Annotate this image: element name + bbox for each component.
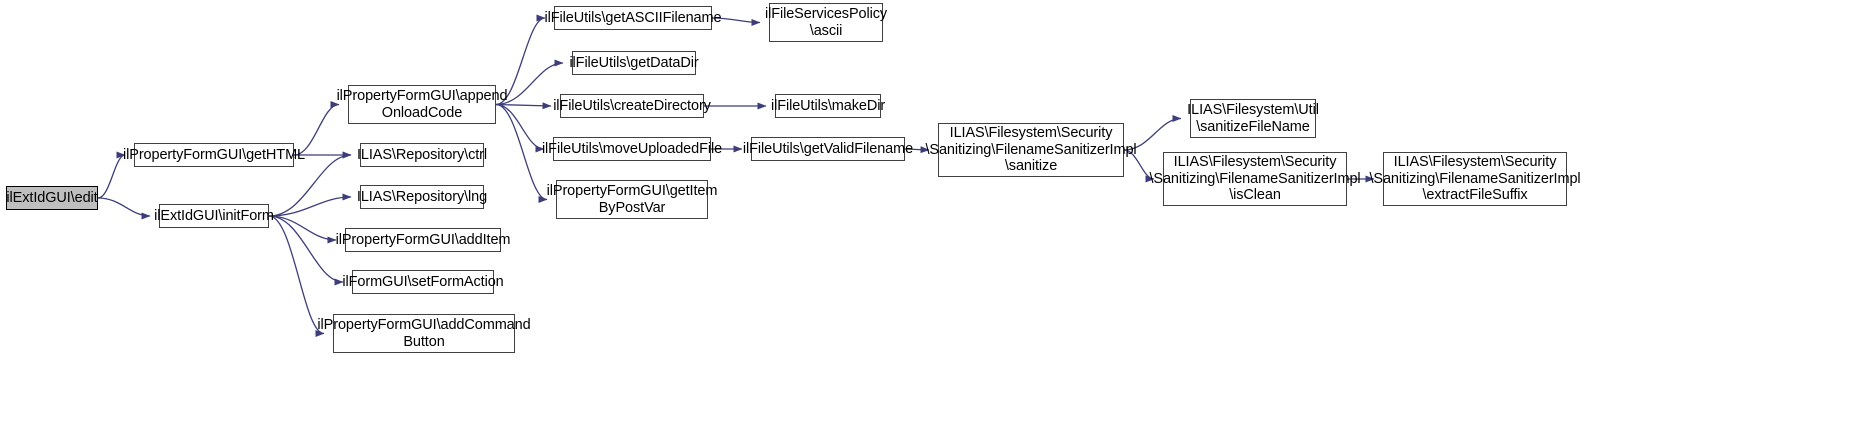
- graph-node[interactable]: ilPropertyFormGUI\getItem ByPostVar: [547, 180, 717, 219]
- graph-node[interactable]: ILIAS\Filesystem\Security \Sanitizing\Fi…: [925, 123, 1137, 177]
- graph-node[interactable]: ilFileUtils\moveUploadedFile: [542, 137, 722, 161]
- graph-edge: [97, 151, 126, 199]
- graph-node[interactable]: ilFileUtils\getASCIIFilename: [545, 6, 722, 30]
- graph-node[interactable]: ilFileUtils\createDirectory: [553, 94, 711, 118]
- graph-edge: [97, 197, 151, 220]
- graph-node[interactable]: ILIAS\Filesystem\Security \Sanitizing\Fi…: [1369, 152, 1581, 206]
- graph-node[interactable]: ILIAS\Filesystem\Util \sanitizeFileName: [1187, 99, 1319, 138]
- graph-node[interactable]: ilFileUtils\makeDir: [771, 94, 885, 118]
- graph-node[interactable]: ILIAS\Repository\ctrl: [357, 143, 487, 167]
- graph-node[interactable]: ilPropertyFormGUI\getHTML: [123, 143, 305, 167]
- graph-node[interactable]: ilPropertyFormGUI\append OnloadCode: [337, 85, 508, 124]
- graph-node[interactable]: ilExtIdGUI\initForm: [154, 204, 274, 228]
- graph-edge: [268, 215, 337, 244]
- graph-node[interactable]: ilPropertyFormGUI\addCommand Button: [317, 314, 531, 353]
- graph-node[interactable]: ilFileServicesPolicy \ascii: [765, 3, 887, 42]
- graph-node[interactable]: ILIAS\Repository\lng: [357, 185, 487, 209]
- graph-edge: [268, 193, 352, 217]
- graph-node[interactable]: ilFileUtils\getValidFilename: [743, 137, 913, 161]
- graph-node[interactable]: ilPropertyFormGUI\addItem: [336, 228, 510, 252]
- graph-edge: [268, 215, 344, 286]
- graph-edge: [268, 215, 325, 337]
- graph-node[interactable]: ILIAS\Filesystem\Security \Sanitizing\Fi…: [1149, 152, 1361, 206]
- graph-node[interactable]: ilFormGUI\setFormAction: [342, 270, 504, 294]
- graph-node[interactable]: ilExtIdGUI\edit: [6, 186, 98, 210]
- graph-node[interactable]: ilFileUtils\getDataDir: [569, 51, 699, 75]
